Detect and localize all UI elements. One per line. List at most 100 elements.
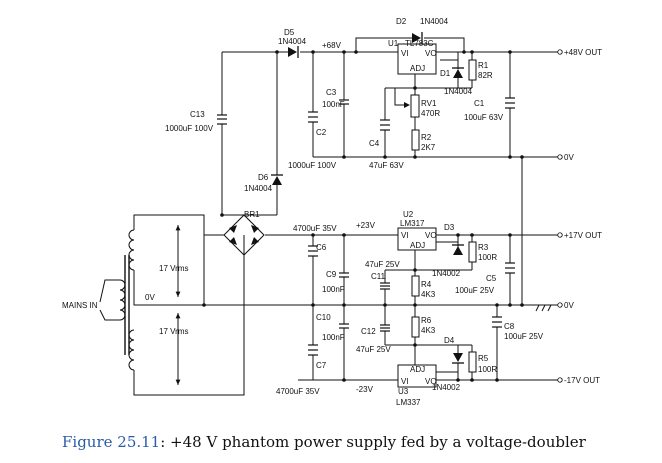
svg-text:D1: D1: [440, 69, 451, 78]
svg-text:100R: 100R: [478, 365, 497, 374]
svg-text:C11: C11: [371, 272, 386, 281]
svg-text:RV1: RV1: [421, 99, 437, 108]
svg-text:ADJ: ADJ: [410, 365, 425, 374]
svg-text:D2: D2: [396, 17, 407, 26]
svg-text:R5: R5: [478, 354, 489, 363]
svg-text:R3: R3: [478, 243, 489, 252]
diode-d5: [288, 46, 299, 58]
svg-text:100uF 25V: 100uF 25V: [504, 332, 544, 341]
diode-d6: [271, 174, 283, 185]
svg-text:LM337: LM337: [396, 398, 421, 407]
svg-text:2K7: 2K7: [421, 143, 436, 152]
svg-text:D5: D5: [284, 28, 295, 37]
svg-text:R2: R2: [421, 133, 432, 142]
svg-text:+48V OUT: +48V OUT: [564, 48, 602, 57]
svg-text:17 Vrms: 17 Vrms: [159, 327, 189, 336]
svg-text:1N4004: 1N4004: [420, 17, 449, 26]
svg-text:LM317: LM317: [400, 219, 425, 228]
svg-text:4700uF 35V: 4700uF 35V: [276, 387, 320, 396]
svg-text:U3: U3: [398, 387, 409, 396]
svg-text:1000uF 100V: 1000uF 100V: [288, 161, 337, 170]
transformer: [99, 214, 140, 396]
svg-text:C10: C10: [316, 313, 331, 322]
svg-text:1N4004: 1N4004: [444, 87, 473, 96]
svg-text:MAINS IN: MAINS IN: [62, 301, 98, 310]
svg-text:-17V OUT: -17V OUT: [564, 376, 600, 385]
svg-text:U1: U1: [388, 39, 399, 48]
svg-text:0V: 0V: [564, 301, 574, 310]
svg-text:TL783C: TL783C: [405, 39, 434, 48]
svg-text:R1: R1: [478, 61, 489, 70]
svg-text:ADJ: ADJ: [410, 64, 425, 73]
svg-text:BR1: BR1: [244, 210, 260, 219]
svg-text:C6: C6: [316, 243, 327, 252]
capacitors: [217, 97, 515, 356]
svg-text:470R: 470R: [421, 109, 440, 118]
svg-text:4K3: 4K3: [421, 290, 436, 299]
svg-text:C1: C1: [474, 99, 485, 108]
svg-text:R4: R4: [421, 280, 432, 289]
svg-text:ADJ: ADJ: [410, 241, 425, 250]
svg-text:+23V: +23V: [356, 221, 376, 230]
svg-text:4700uF 35V: 4700uF 35V: [293, 224, 337, 233]
svg-text:C2: C2: [316, 128, 327, 137]
diode-d3: [452, 244, 464, 255]
resistors: [411, 59, 477, 373]
svg-text:VO: VO: [425, 377, 437, 386]
svg-text:47uF 63V: 47uF 63V: [369, 161, 404, 170]
svg-text:100uF 63V: 100uF 63V: [464, 113, 504, 122]
svg-text:82R: 82R: [478, 71, 493, 80]
svg-text:1000uF 100V: 1000uF 100V: [165, 124, 214, 133]
svg-text:100nF: 100nF: [322, 100, 345, 109]
svg-text:1N4002: 1N4002: [432, 269, 461, 278]
svg-text:100uF 25V: 100uF 25V: [455, 286, 495, 295]
svg-text:+17V OUT: +17V OUT: [564, 231, 602, 240]
diode-d2: [412, 32, 423, 44]
svg-text:C13: C13: [190, 110, 205, 119]
circuit-schematic: VI VO ADJ VI VO ADJ ADJ VI VO: [62, 17, 602, 407]
svg-text:C9: C9: [326, 270, 337, 279]
junction-dots: [202, 50, 524, 382]
svg-text:100R: 100R: [478, 253, 497, 262]
potentiometer-rv1: [404, 94, 420, 118]
diode-d1: [452, 67, 464, 78]
svg-text:VI: VI: [401, 49, 409, 58]
figure-caption: Figure 25.11: +48 V phantom power supply…: [62, 433, 586, 451]
svg-text:C5: C5: [486, 274, 497, 283]
svg-text:1N4004: 1N4004: [278, 37, 307, 46]
svg-text:47uF 25V: 47uF 25V: [356, 345, 391, 354]
svg-text:-23V: -23V: [356, 385, 374, 394]
svg-text:100nF: 100nF: [322, 333, 345, 342]
wires: [140, 37, 563, 396]
svg-text:D3: D3: [444, 223, 455, 232]
svg-text:C3: C3: [326, 88, 337, 97]
figure-number-link[interactable]: Figure 25.11: [62, 433, 161, 451]
svg-text:C4: C4: [369, 139, 380, 148]
svg-text:C8: C8: [504, 322, 515, 331]
svg-text:100nF: 100nF: [322, 285, 345, 294]
svg-text:VI: VI: [401, 377, 409, 386]
svg-text:1N4002: 1N4002: [432, 383, 461, 392]
svg-text:47uF 25V: 47uF 25V: [365, 260, 400, 269]
svg-text:C7: C7: [316, 361, 327, 370]
svg-text:0V: 0V: [145, 293, 155, 302]
svg-text:D6: D6: [258, 173, 269, 182]
diode-d4: [452, 353, 464, 364]
svg-text:D4: D4: [444, 336, 455, 345]
svg-text:17 Vrms: 17 Vrms: [159, 264, 189, 273]
svg-text:4K3: 4K3: [421, 326, 436, 335]
svg-text:VO: VO: [425, 231, 437, 240]
svg-text:0V: 0V: [564, 153, 574, 162]
svg-text:1N4004: 1N4004: [244, 184, 273, 193]
svg-text:VI: VI: [401, 231, 409, 240]
regulator-u1: VI VO ADJ: [397, 43, 437, 75]
regulator-u2: VI VO ADJ: [397, 227, 437, 251]
component-labels: D2 1N4004 U1 TL783C D5 1N4004 +68V +48V …: [62, 17, 602, 407]
svg-text:+68V: +68V: [322, 41, 342, 50]
svg-text:VO: VO: [425, 49, 437, 58]
bridge-rectifier-br1: [204, 214, 265, 256]
regulator-u3: ADJ VI VO: [397, 364, 437, 388]
svg-text:U2: U2: [403, 210, 414, 219]
caption-text: : +48 V phantom power supply fed by a vo…: [160, 433, 586, 451]
svg-text:C12: C12: [361, 327, 376, 336]
